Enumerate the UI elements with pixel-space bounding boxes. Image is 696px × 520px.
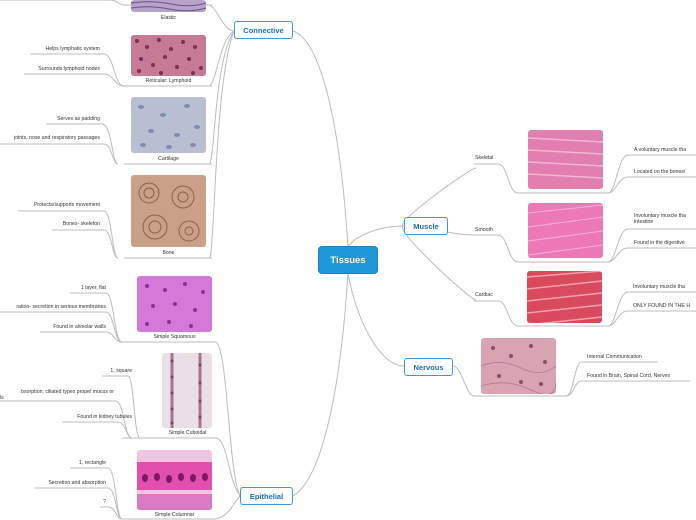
bone-note-1[interactable]: Protects/supports movement: [33, 202, 100, 208]
simple-columnar-image[interactable]: [137, 450, 212, 510]
skeletal-note-1[interactable]: A voluntary muscle tha: [634, 147, 687, 153]
reticular-note-2[interactable]: Surrounds lymphoid nodes: [38, 66, 100, 72]
nervous-note-2[interactable]: Found in Brain, Spinal Cord, Nerves: [587, 373, 671, 379]
bone-note-2[interactable]: Bones- skeleton: [62, 221, 100, 227]
simple-cuboidal-caption: Simple Cuboidal: [168, 430, 207, 436]
smooth-muscle-image[interactable]: [528, 203, 603, 258]
cardiac-note-2[interactable]: ONLY FOUND IN THE H: [633, 303, 691, 309]
branch-connective[interactable]: Connective: [234, 21, 293, 39]
columnar-note-2[interactable]: Secretion and absorption: [48, 480, 106, 486]
muscle-cardiac-label[interactable]: Cardiac: [475, 292, 493, 298]
branch-connective-label: Connective: [243, 25, 284, 35]
skeletal-muscle-image[interactable]: [528, 130, 603, 189]
cuboidal-note-3[interactable]: Found in kidney tubules: [77, 414, 132, 420]
simple-squamous-caption: Simple Squamous: [153, 334, 196, 340]
smooth-note-1-line-2: intestine: [634, 218, 654, 225]
bone-caption: Bone: [162, 250, 175, 256]
cartilage-caption: Cartilage: [158, 156, 179, 162]
squamous-note-2[interactable]: ration- secretion in serious membranes: [16, 304, 106, 310]
cuboidal-note-2-line-2: ls: [0, 395, 4, 401]
simple-cuboidal-image[interactable]: [162, 353, 212, 428]
cartilage-note-1[interactable]: Serves as padding: [57, 116, 100, 122]
elastic-tissue-image[interactable]: [131, 0, 206, 12]
reticular-note-1[interactable]: Helps lymphatic system: [45, 46, 100, 52]
squamous-note-1[interactable]: 1 layer, flat: [80, 285, 106, 291]
elastic-caption: Elastic: [160, 15, 177, 21]
branch-nervous-label: Nervous: [413, 362, 444, 372]
branch-epithelial-label: Epithelial: [249, 491, 284, 501]
reticular-caption: Reticular: Lymphoid: [145, 78, 192, 84]
simple-columnar-caption: Simple Columnar: [154, 512, 195, 518]
branch-nervous[interactable]: Nervous: [404, 358, 453, 376]
simple-squamous-image[interactable]: [137, 276, 212, 332]
smooth-note-2[interactable]: Found in the digestive: [634, 240, 685, 246]
central-topic[interactable]: Tissues: [319, 247, 377, 273]
branch-epithelial[interactable]: Epithelial: [240, 487, 293, 505]
branch-muscle[interactable]: Muscle: [404, 217, 448, 235]
squamous-note-3[interactable]: Found in alveolar walls: [53, 324, 106, 330]
cuboidal-note-2[interactable]: bsorption; ciliated types propel mucus o…: [21, 389, 114, 396]
smooth-note-1-line-1: Involuntary muscle tha: [634, 213, 686, 219]
cuboidal-note-1[interactable]: 1, square: [110, 368, 132, 374]
muscle-skeletal-label[interactable]: Skeletal: [475, 155, 494, 161]
central-topic-label: Tissues: [330, 254, 366, 266]
branch-muscle-label: Muscle: [413, 221, 439, 231]
cartilage-note-2[interactable]: joints, nose and respiratory passages: [14, 135, 100, 141]
columnar-note-1[interactable]: 1, rectangle: [78, 460, 106, 466]
nervous-tissue-image[interactable]: [481, 338, 556, 394]
cardiac-note-1[interactable]: Involuntary muscle tha: [633, 284, 685, 290]
bone-tissue-image[interactable]: [131, 175, 206, 247]
cartilage-tissue-image[interactable]: [131, 97, 206, 153]
skeletal-note-2[interactable]: Located on the bones/: [634, 169, 686, 175]
reticular-tissue-image[interactable]: [131, 35, 206, 76]
nervous-note-1[interactable]: Internal Communication: [587, 354, 642, 360]
cuboidal-note-2-line-1: bsorption; ciliated types propel mucus o…: [21, 389, 114, 395]
columnar-note-3[interactable]: ?: [103, 499, 106, 505]
cardiac-muscle-image[interactable]: [527, 271, 602, 323]
muscle-smooth-label[interactable]: Smooth: [475, 227, 493, 233]
